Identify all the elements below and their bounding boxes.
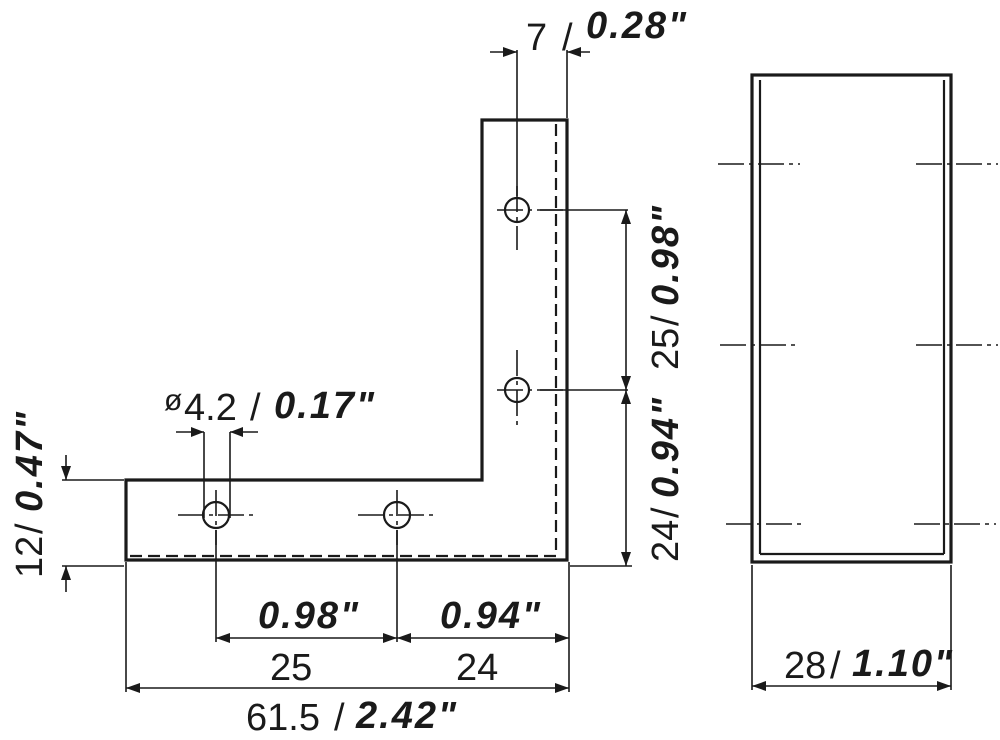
dim-base-height: 12 / 0.47" xyxy=(9,410,124,592)
dim-tab-width: 7 / 0.28" xyxy=(490,5,688,196)
dim-horizontal-left-inch: 0.98" xyxy=(258,595,360,637)
dim-tab-width-sep: / xyxy=(562,17,573,59)
dim-overall-length: 61.5 / 2.42" xyxy=(126,683,569,739)
dim-tab-width-inch: 0.28" xyxy=(586,5,688,47)
dim-hole-diameter-mm: 4.2 xyxy=(184,387,237,429)
dim-vertical-upper-inch: 0.98" xyxy=(645,204,687,306)
dim-depth-sep: / xyxy=(830,645,841,687)
dim-depth: 28 / 1.10" xyxy=(751,565,954,691)
hole-left xyxy=(178,490,256,545)
dim-hole-diameter-prefix: ø xyxy=(164,384,182,417)
dim-horizontal-spacing: 0.98" 0.94" 25 24 xyxy=(125,530,570,692)
dim-base-height-inch: 0.47" xyxy=(9,410,51,512)
dim-vertical-lower-inch: 0.94" xyxy=(645,396,687,498)
dim-overall-length-inch: 2.42" xyxy=(355,695,458,737)
dim-base-height-mm: 12 xyxy=(9,536,51,578)
hole-middle xyxy=(358,490,438,545)
dim-horizontal-left-mm: 25 xyxy=(270,647,312,689)
dim-vertical-spacing: 25 / 0.98" 24 / 0.94" xyxy=(540,204,687,567)
dim-hole-diameter-sep: / xyxy=(250,387,261,429)
dim-tab-width-mm: 7 xyxy=(526,17,547,59)
side-view-outer xyxy=(750,73,953,564)
dim-depth-inch: 1.10" xyxy=(852,643,954,685)
dim-horizontal-right-mm: 24 xyxy=(456,647,498,689)
dim-depth-mm: 28 xyxy=(784,645,826,687)
bracket-outline xyxy=(124,118,569,562)
dim-hole-diameter-inch: 0.17" xyxy=(274,385,376,427)
dim-vertical-lower-sep: / xyxy=(645,507,687,518)
dim-hole-diameter: ø 4.2 / 0.17" xyxy=(164,384,376,518)
side-view-centerlines xyxy=(718,163,998,525)
dim-vertical-upper-mm: 25 xyxy=(645,328,687,370)
front-view xyxy=(124,118,569,562)
dim-horizontal-right-inch: 0.94" xyxy=(440,595,542,637)
side-view: 28 / 1.10" xyxy=(718,73,998,691)
dim-overall-length-mm: 61.5 xyxy=(246,697,320,739)
dim-overall-length-sep: / xyxy=(334,697,345,739)
hole-upper xyxy=(497,186,568,250)
front-view-dimensions: 7 / 0.28" ø 4.2 / 0.17" 12 xyxy=(9,5,688,739)
dim-vertical-upper-sep: / xyxy=(645,315,687,326)
dim-vertical-lower-mm: 24 xyxy=(645,520,687,562)
dim-base-height-sep: / xyxy=(9,523,51,534)
